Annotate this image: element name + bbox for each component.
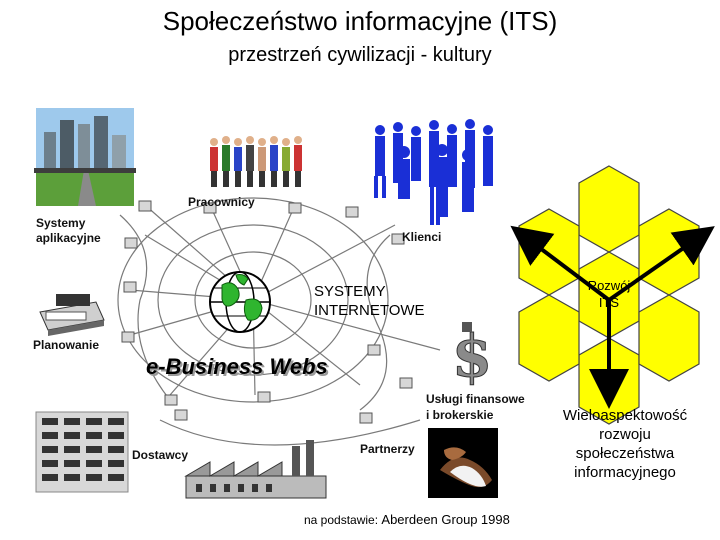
hexagon-lower-left bbox=[518, 294, 580, 382]
globe-icon bbox=[209, 271, 271, 333]
label-systemy-internetowe: SYSTEMY INTERNETOWE bbox=[314, 283, 425, 319]
label-uslugi-finansowe: Usługi finansowe i brokerskie bbox=[426, 392, 525, 422]
page-subtitle: przestrzeń cywilizacji - kultury bbox=[228, 44, 492, 66]
page-title: Społeczeństwo informacyjne (ITS) bbox=[162, 6, 558, 36]
workers-icon bbox=[206, 128, 312, 192]
printer-icon bbox=[39, 294, 105, 336]
city-icon bbox=[34, 108, 136, 206]
dollar-icon: $ bbox=[448, 322, 496, 391]
office-building-icon bbox=[35, 411, 129, 493]
development-arrows bbox=[510, 225, 715, 409]
hexagon-top bbox=[578, 165, 640, 253]
hexagon-label-rozwoj-its: Rozwój ITS bbox=[587, 278, 631, 310]
hexagon-lower-right bbox=[638, 294, 700, 382]
source-year: 1998 bbox=[480, 512, 510, 527]
handshake-icon bbox=[428, 428, 498, 498]
label-systemy-aplikacyjne: Systemy aplikacyjne bbox=[36, 216, 101, 245]
label-planowanie: Planowanie bbox=[33, 338, 100, 352]
label-dostawcy: Dostawcy bbox=[132, 448, 189, 462]
label-pracownicy: Pracownicy bbox=[188, 195, 255, 209]
workstation-icons bbox=[121, 200, 413, 424]
label-ebusiness-webs: e-Business Webs bbox=[146, 354, 328, 379]
svg-text:$: $ bbox=[452, 322, 492, 390]
spider-web bbox=[117, 197, 441, 446]
source-prefix: na podstawie: bbox=[304, 513, 379, 527]
factory-icon bbox=[184, 440, 327, 499]
hexagon-upper-left bbox=[518, 208, 580, 296]
arrow-up-right bbox=[607, 226, 715, 302]
caption-wieloaspektowosc: Wieloaspektowość rozwoju społeczeństwa i… bbox=[562, 407, 688, 481]
source-credit: na podstawie: Aberdeen Group 1998 bbox=[304, 512, 510, 527]
arrow-up-left bbox=[510, 225, 611, 302]
hexagon-upper-right bbox=[638, 208, 700, 296]
label-partnerzy: Partnerzy bbox=[360, 442, 415, 456]
clients-crowd-icon bbox=[374, 119, 493, 225]
source-author: Aberdeen Group bbox=[381, 512, 478, 527]
label-klienci: Klienci bbox=[402, 230, 442, 244]
